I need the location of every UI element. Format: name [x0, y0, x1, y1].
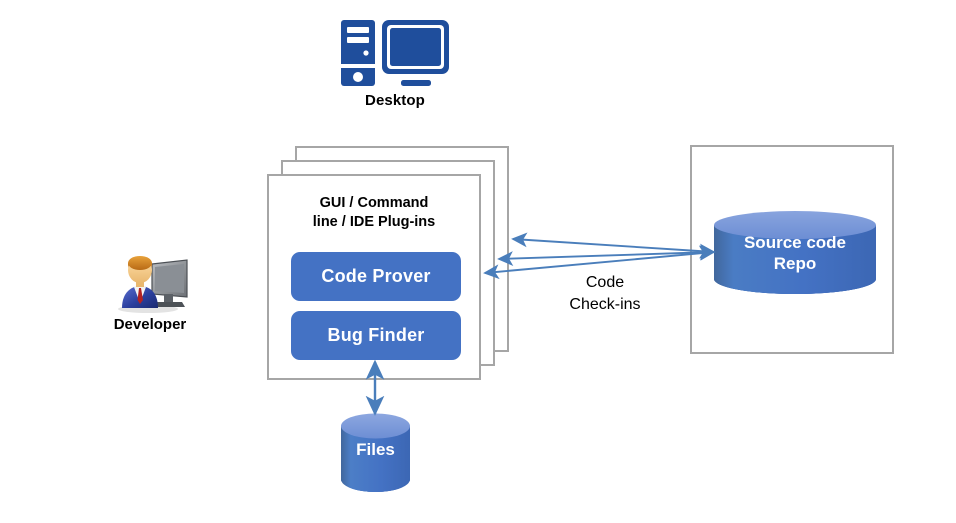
arrow-repo-to-card-back: [511, 232, 716, 259]
arrow-repo-to-card-mid: [497, 245, 716, 266]
checkins-line1: Code: [585, 274, 625, 291]
code-prover-button[interactable]: Code Prover: [291, 252, 461, 301]
bug-finder-button[interactable]: Bug Finder: [291, 311, 461, 360]
ide-card-front: GUI / Command line / IDE Plug-ins Code P…: [267, 174, 481, 380]
files-cylinder: Files: [339, 412, 412, 494]
arrow-repo-to-card-front: [483, 245, 716, 280]
checkins-line2: Check-ins: [569, 296, 641, 313]
ide-card-title-line1: GUI / Command: [319, 195, 429, 211]
desktop-label: Desktop: [365, 92, 425, 109]
ide-card-title: GUI / Command line / IDE Plug-ins: [269, 194, 479, 232]
developer-person-at-monitor-icon: [108, 248, 192, 314]
source-code-repo-cylinder: Source code Repo: [712, 210, 878, 294]
desktop-computer-icon: [339, 18, 451, 88]
developer-label: Developer: [113, 316, 187, 333]
code-checkins-label: Code Check-ins: [530, 272, 680, 316]
ide-card-title-line2: line / IDE Plug-ins: [312, 214, 436, 230]
